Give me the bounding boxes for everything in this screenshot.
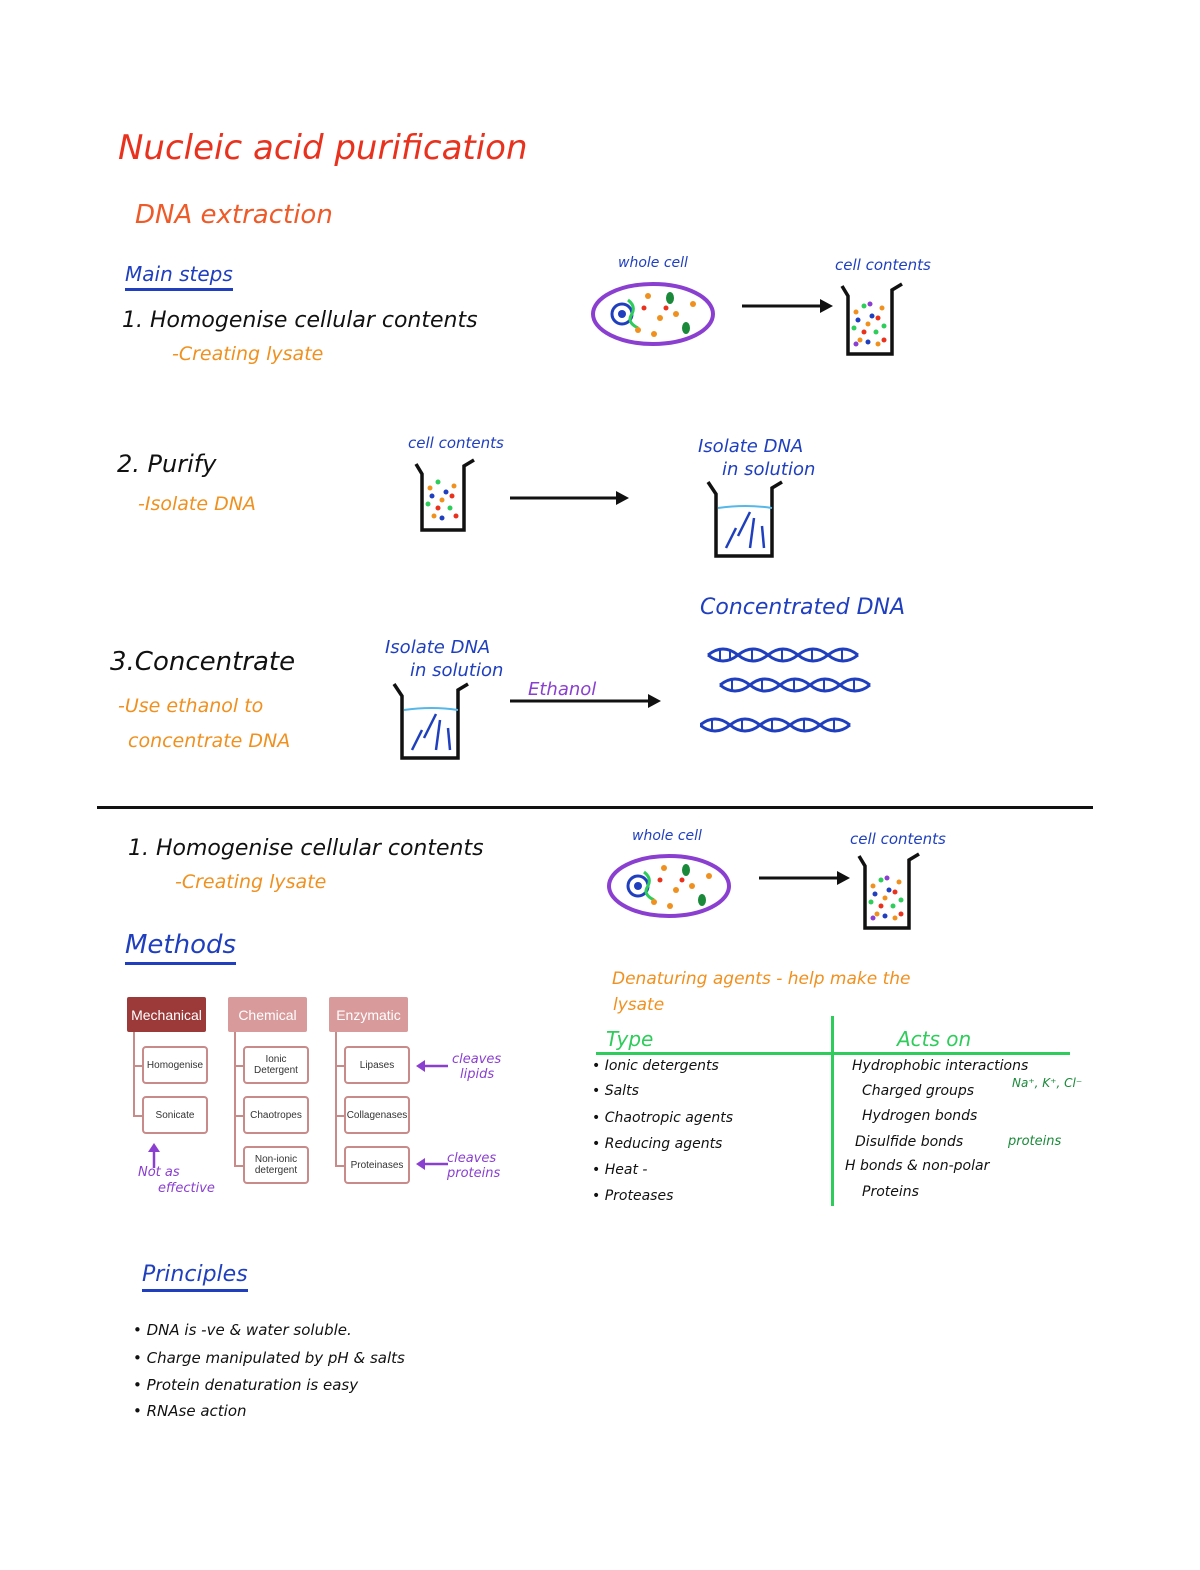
step2-sub: -Isolate DNA [138, 493, 256, 515]
table-cell-acts-on: Proteins [862, 1184, 919, 1200]
annotation-not-as-effective-1: Not as [138, 1165, 180, 1180]
beaker-isolated-dna [706, 480, 783, 558]
method-mechanical-header: Mechanical [127, 997, 206, 1032]
isolate-dna-label-3: Isolate DNA [385, 637, 491, 658]
annotation-cleaves-proteins-1: cleaves [447, 1151, 497, 1166]
step3-sub2: concentrate DNA [128, 730, 291, 752]
table-column-rule [831, 1016, 834, 1206]
beaker-isolated-dna-2 [392, 682, 469, 760]
method-chemical-header: Chemical [228, 997, 307, 1032]
principle-item: • Charge manipulated by pH & salts [133, 1349, 405, 1367]
s2-cell-contents-label: cell contents [850, 830, 946, 848]
method-item-chaotropes: Chaotropes [243, 1096, 309, 1134]
whole-cell-drawing [591, 282, 715, 346]
table-cell-acts-on: Hydrogen bonds [862, 1108, 978, 1124]
s2-beaker-cell-contents [857, 852, 920, 930]
table-cell-acts-on: H bonds & non-polar [845, 1158, 990, 1174]
table-header-type: Type [606, 1027, 654, 1051]
s2-arrow-icon [759, 871, 850, 885]
table-cell-type: • Ionic detergents [592, 1058, 719, 1074]
methods-heading: Methods [125, 930, 237, 965]
beaker-cell-contents [840, 282, 903, 356]
s2-whole-cell-drawing [607, 854, 731, 918]
principle-item: • DNA is -ve & water soluble. [133, 1321, 352, 1339]
annotation-cleaves-lipids-1: cleaves [452, 1052, 502, 1067]
isolate-dna-label-2: in solution [722, 459, 816, 480]
method-item-non-ionic-detergent: Non-ionic detergent [243, 1146, 309, 1184]
table-cell-acts-on: Charged groups [862, 1083, 975, 1099]
principles-heading: Principles [142, 1262, 248, 1292]
annotation-cleaves-lipids-2: lipids [460, 1067, 495, 1082]
page-title: Nucleic acid purification [118, 128, 528, 168]
isolate-dna-label-1: Isolate DNA [698, 436, 804, 457]
arrow-left-icon-2 [416, 1158, 448, 1170]
isolate-dna-label-4: in solution [410, 660, 504, 681]
main-steps-heading: Main steps [125, 262, 233, 291]
beaker-cell-contents-2 [414, 458, 475, 532]
arrow-up-icon [148, 1143, 160, 1168]
arrow-icon-3 [510, 694, 661, 708]
table-cell-type: • Salts [592, 1083, 639, 1099]
method-item-homogenise: Homogenise [142, 1046, 208, 1084]
method-item-proteinases: Proteinases [344, 1146, 410, 1184]
table-cell-type: • Chaotropic agents [592, 1110, 733, 1126]
method-enzymatic-header: Enzymatic [329, 997, 408, 1032]
method-item-sonicate: Sonicate [142, 1096, 208, 1134]
concentrated-dna-label: Concentrated DNA [700, 595, 906, 620]
principle-item: • RNAse action [133, 1402, 247, 1420]
dna-helix-icon [700, 647, 871, 733]
method-item-collagenases: Collagenases [344, 1096, 410, 1134]
arrow-left-icon [416, 1060, 448, 1072]
denaturing-heading-2: lysate [613, 995, 665, 1015]
denaturing-heading-1: Denaturing agents - help make the [612, 969, 911, 989]
section-divider [97, 806, 1093, 809]
step3-sub1: -Use ethanol to [118, 695, 264, 717]
table-cell-type: • Heat - [592, 1162, 648, 1178]
method-item-ionic-detergent: Ionic Detergent [243, 1046, 309, 1084]
arrow-icon-2 [510, 491, 629, 505]
table-cell-acts-on: Hydrophobic interactions [852, 1058, 1029, 1074]
whole-cell-label: whole cell [618, 255, 688, 271]
annotation-cleaves-proteins-2: proteins [447, 1166, 501, 1181]
cell-contents-label-2: cell contents [408, 434, 504, 452]
table-header-acts-on: Acts on [897, 1027, 972, 1051]
section-title: DNA extraction [135, 200, 333, 230]
s2-step1-sub: -Creating lysate [175, 871, 327, 893]
s2-whole-cell-label: whole cell [632, 828, 702, 844]
table-cell-note: Na⁺, K⁺, Cl⁻ [1012, 1076, 1083, 1090]
arrow-icon [742, 299, 833, 313]
step1-label: 1. Homogenise cellular contents [122, 308, 478, 333]
table-cell-acts-on: Disulfide bonds [855, 1134, 964, 1150]
table-cell-type: • Proteases [592, 1188, 674, 1204]
annotation-not-as-effective-2: effective [158, 1181, 215, 1196]
table-cell-note: proteins [1008, 1134, 1062, 1149]
principle-item: • Protein denaturation is easy [133, 1376, 359, 1394]
step2-label: 2. Purify [117, 450, 217, 478]
cell-contents-label: cell contents [835, 256, 931, 274]
table-cell-type: • Reducing agents [592, 1136, 723, 1152]
step1-sub: -Creating lysate [172, 343, 324, 365]
method-item-lipases: Lipases [344, 1046, 410, 1084]
s2-step1-label: 1. Homogenise cellular contents [128, 836, 484, 861]
step3-label: 3.Concentrate [110, 647, 296, 677]
